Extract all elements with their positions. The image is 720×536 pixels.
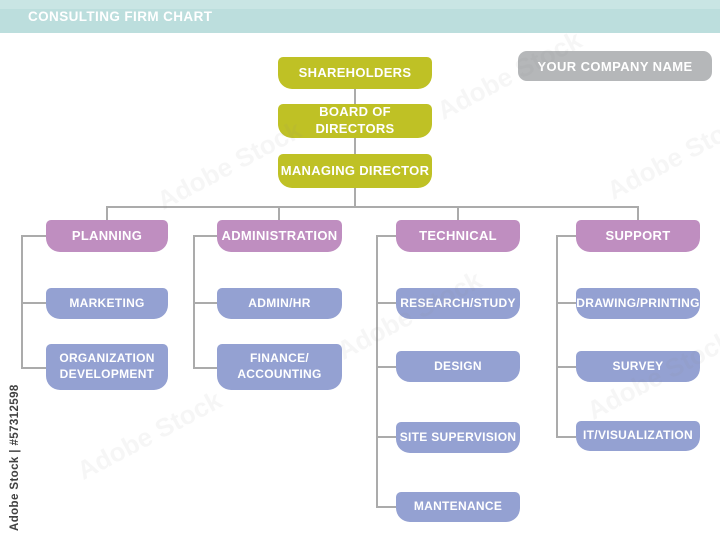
node-it-visualization: IT/VISUALIZATION xyxy=(576,421,700,451)
connector-line xyxy=(21,302,46,304)
connector-line xyxy=(376,436,396,438)
connector-line xyxy=(354,138,356,154)
node-organization-development: ORGANIZATION DEVELOPMENT xyxy=(46,344,168,390)
company-name-box: YOUR COMPANY NAME xyxy=(518,51,712,81)
connector-line xyxy=(376,366,396,368)
connector-line xyxy=(278,206,280,220)
connector-line xyxy=(354,188,356,207)
node-mantenance: MANTENANCE xyxy=(396,492,520,522)
connector-line xyxy=(457,206,459,220)
node-research-study: RESEARCH/STUDY xyxy=(396,288,520,319)
connector-line xyxy=(193,367,217,369)
connector-line xyxy=(376,235,396,237)
connector-line xyxy=(637,206,639,220)
connector-line xyxy=(354,89,356,104)
node-administration: ADMINISTRATION xyxy=(217,220,342,252)
stock-watermark-tile: Adobe Stock xyxy=(72,384,227,486)
node-shareholders: SHAREHOLDERS xyxy=(278,57,432,89)
stock-watermark-tile: Adobe Stock xyxy=(602,104,720,206)
node-design: DESIGN xyxy=(396,351,520,382)
connector-line xyxy=(193,235,217,237)
connector-line xyxy=(376,506,396,508)
node-board-of-directors: BOARD OF DIRECTORS xyxy=(278,104,432,138)
header-bar: CONSULTING FIRM CHART xyxy=(0,0,720,33)
connector-line xyxy=(193,302,217,304)
node-drawing-printing: DRAWING/PRINTING xyxy=(576,288,700,319)
connector-line xyxy=(556,436,576,438)
node-admin-hr: ADMIN/HR xyxy=(217,288,342,319)
connector-line xyxy=(556,235,576,237)
connector-line xyxy=(556,235,558,438)
connector-line xyxy=(106,206,639,208)
connector-line xyxy=(556,366,576,368)
header-top-strip xyxy=(0,0,720,9)
node-support: SUPPORT xyxy=(576,220,700,252)
connector-line xyxy=(556,302,576,304)
node-marketing: MARKETING xyxy=(46,288,168,319)
node-technical: TECHNICAL xyxy=(396,220,520,252)
stock-watermark-id: Adobe Stock | #57312598 xyxy=(9,384,21,531)
node-managing-director: MANAGING DIRECTOR xyxy=(278,154,432,188)
page-title: CONSULTING FIRM CHART xyxy=(28,9,213,24)
node-site-supervision: SITE SUPERVISION xyxy=(396,422,520,453)
connector-line xyxy=(106,206,108,220)
node-finance-accounting: FINANCE/ ACCOUNTING xyxy=(217,344,342,390)
connector-line xyxy=(376,235,378,508)
connector-line xyxy=(376,302,396,304)
connector-line xyxy=(21,235,46,237)
node-planning: PLANNING xyxy=(46,220,168,252)
connector-line xyxy=(21,367,46,369)
node-survey: SURVEY xyxy=(576,351,700,382)
